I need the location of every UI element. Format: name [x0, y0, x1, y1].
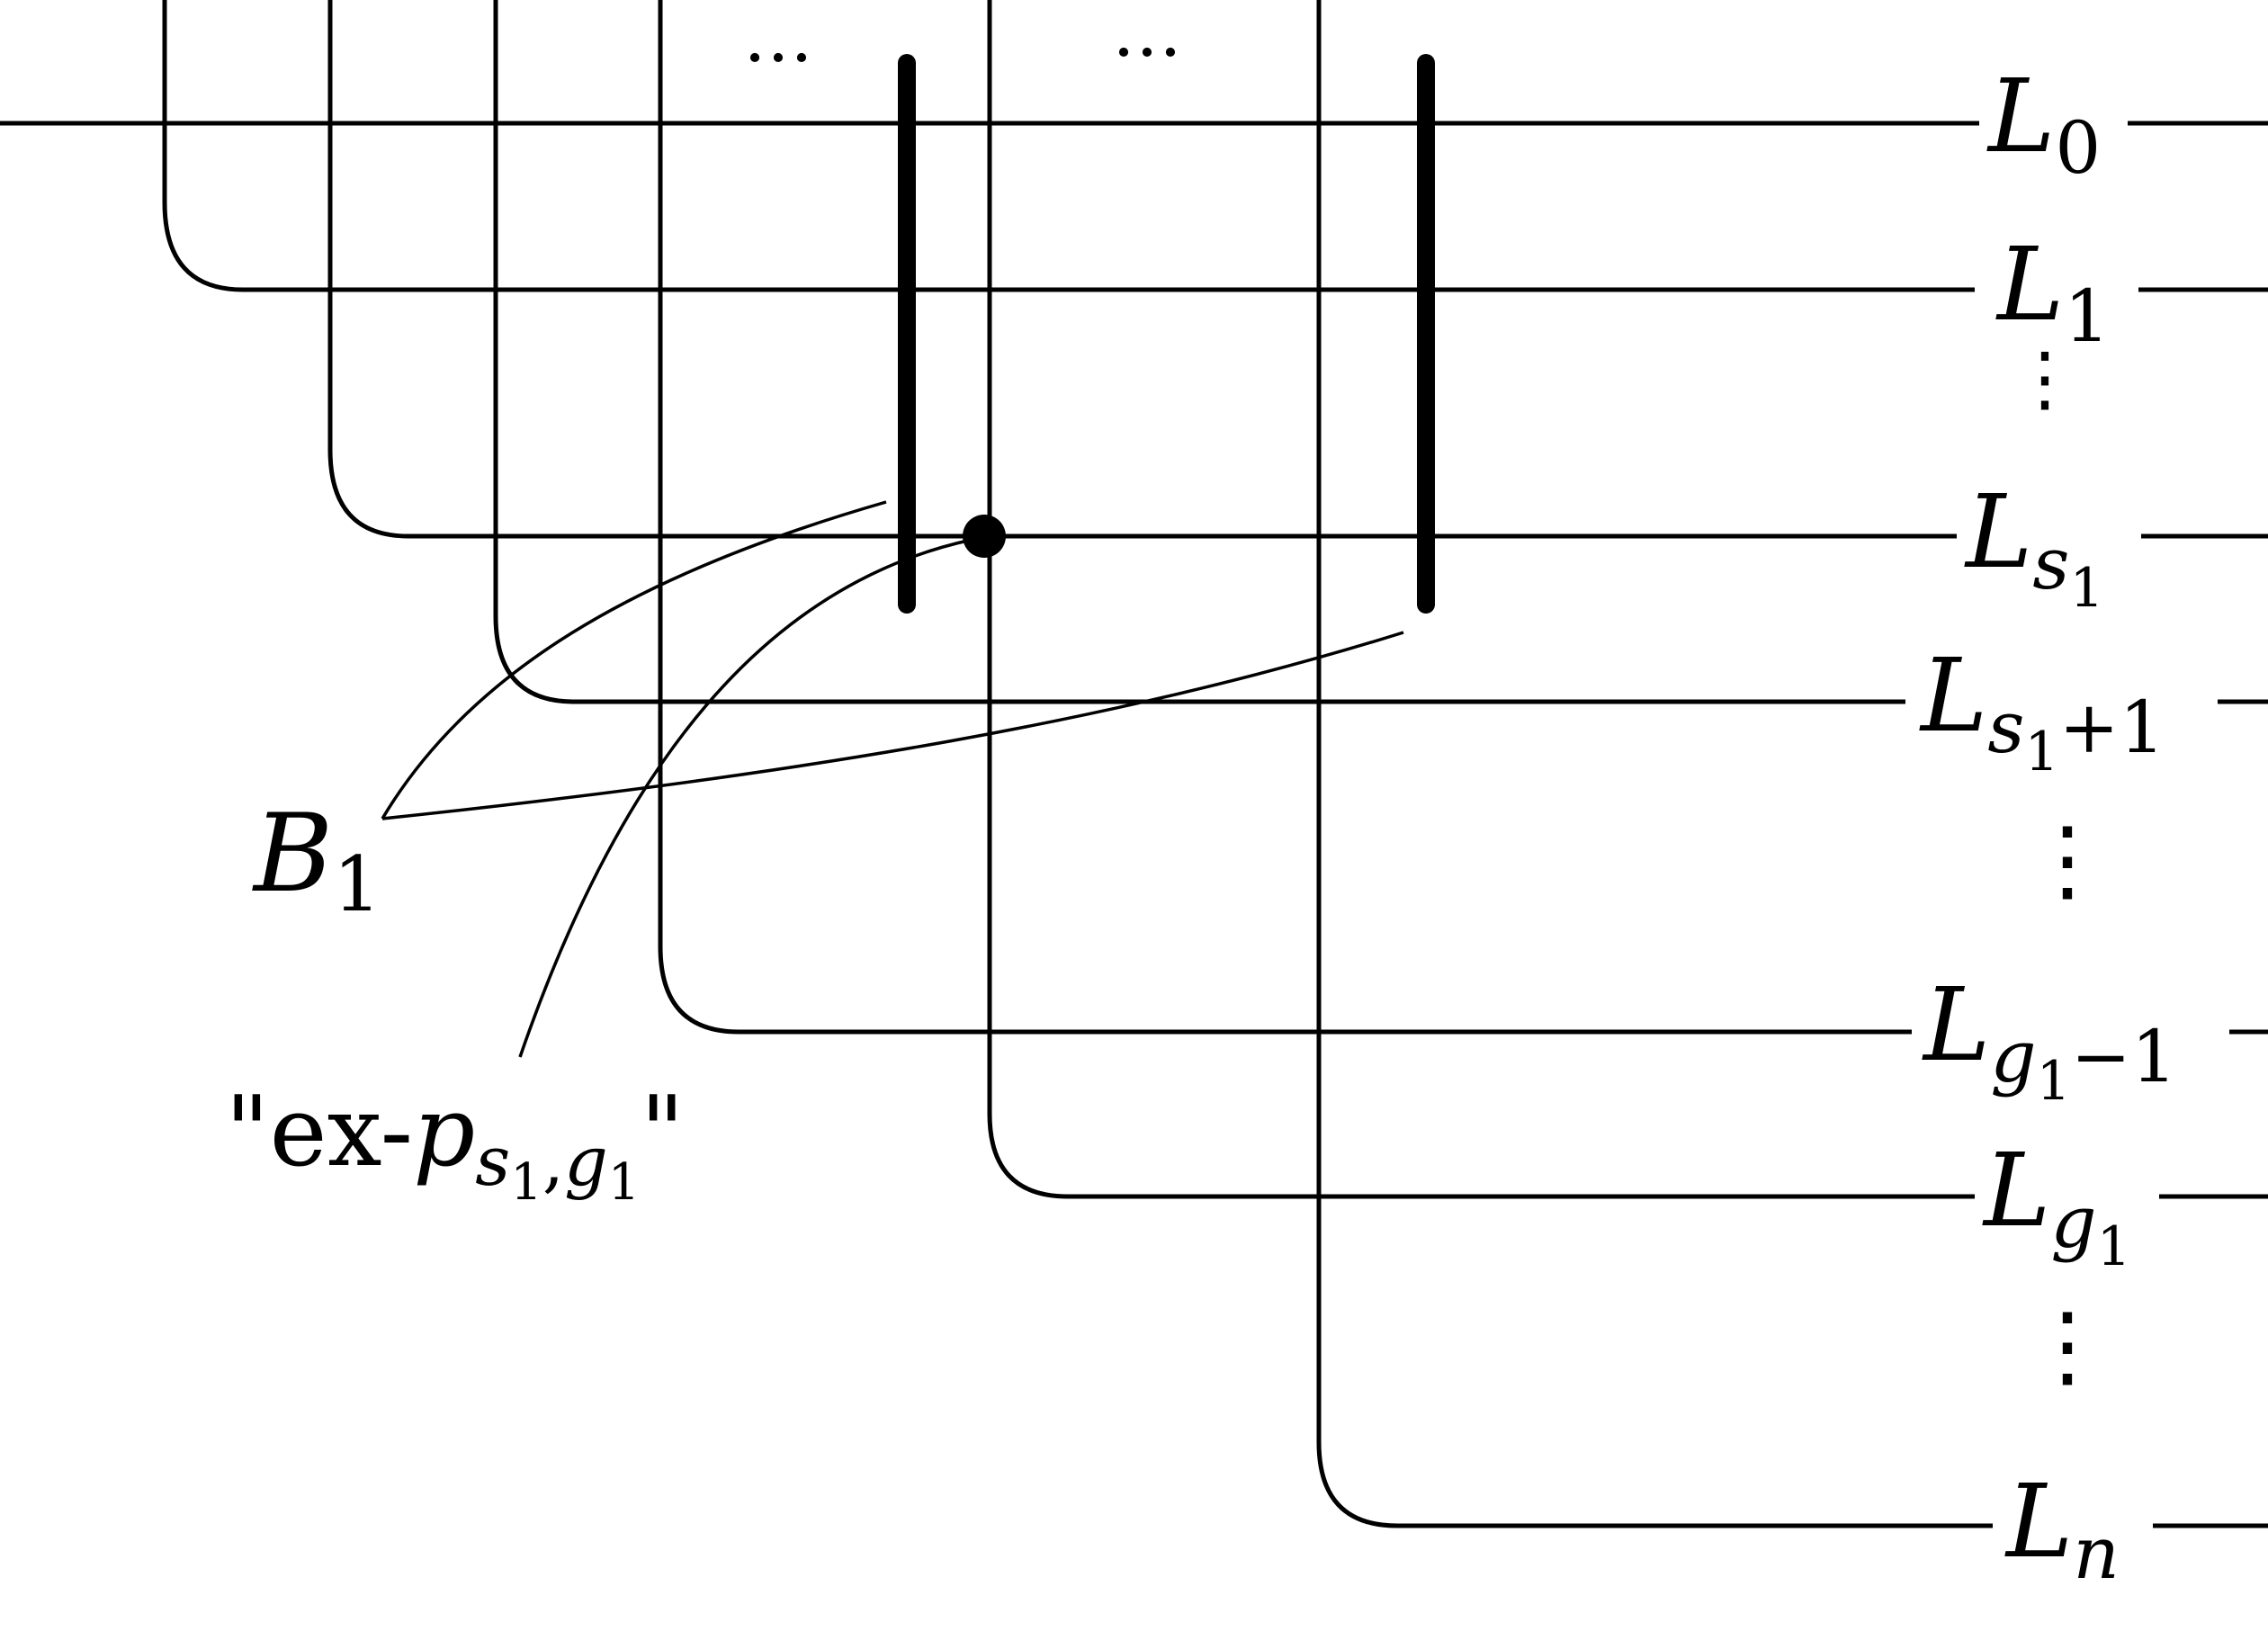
- vdots-L1-Ls1: ⋮: [2009, 336, 2081, 420]
- strand-to-Ln: [1316, 0, 1993, 1528]
- label-Ls1: Ls1: [1964, 474, 2104, 620]
- top-dots-right: …: [1112, 0, 1182, 73]
- strand-to-Lg1: [987, 0, 1975, 1199]
- strand-to-Ls1plus1: [493, 0, 1905, 704]
- vdots-Lg1-Ln: ⋮: [2022, 1293, 2112, 1398]
- strand-to-Ls1: [327, 0, 1957, 539]
- strand-to-L1: [162, 0, 1975, 292]
- leader-ex-p: [518, 538, 973, 1058]
- node-dot: [963, 515, 1006, 558]
- top-dots-left: …: [743, 0, 813, 78]
- label-L0: L0: [1986, 58, 2101, 190]
- label-B1: B1: [252, 792, 381, 928]
- leader-B1-upper: [381, 500, 887, 820]
- label-ex-p: "ex-ps1,g1": [225, 1076, 685, 1212]
- label-Ln: Ln: [2004, 1464, 2120, 1595]
- leader-B1-lower: [381, 631, 1404, 820]
- label-L1: L1: [1995, 227, 2110, 358]
- label-Lg1: Lg1: [1982, 1133, 2131, 1278]
- label-Lg1minus1: Lg1−1: [1922, 967, 2177, 1113]
- vdots-Ls1plus1-Lg1minus1: ⋮: [2022, 807, 2112, 912]
- strand-to-Lg1minus1: [658, 0, 1912, 1035]
- label-Ls1plus1: Ls1+1: [1919, 638, 2165, 784]
